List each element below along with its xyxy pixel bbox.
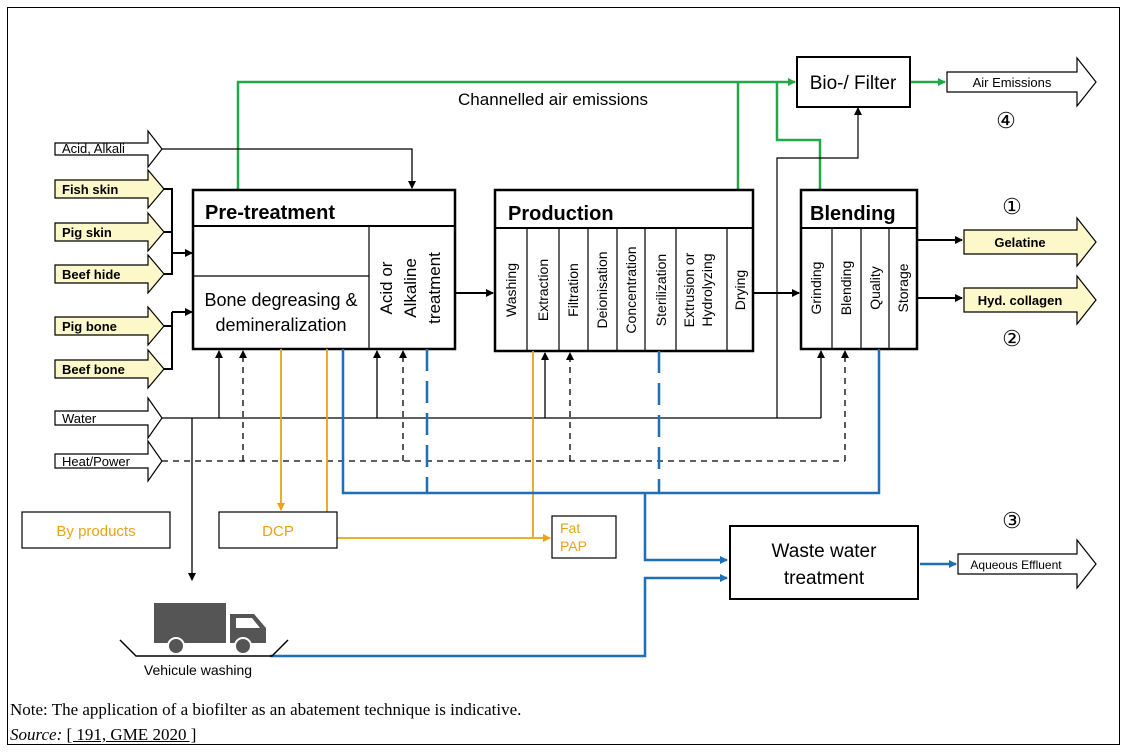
output-number-4: ④ [996,108,1016,133]
output-arrow-collagen [963,274,1097,326]
wwt-label-1: Waste water [772,541,878,562]
input-pig-bone-label: Pig bone [62,319,117,334]
pretreatment-box [191,188,457,351]
washing-ramp [119,639,289,657]
byproduct-lines [277,349,551,542]
biofilter-label: Bio-/ Filter [810,73,897,94]
wastewater-treatment-box [729,525,919,600]
production-title: Production [508,203,614,225]
output-aqueous-label: Aqueous Effluent [970,558,1062,572]
pretreatment-title: Pre-treatment [205,202,335,224]
heat-distribution-lines [162,350,849,462]
air-emission-lines [236,78,946,190]
step-drying: Drying [732,270,748,310]
figure-frame [7,7,1120,745]
input-acid-label: Acid, Alkali [62,141,125,156]
acid-treatment-label-3: treatment [425,252,444,324]
input-pig-skin-label: Pig skin [62,225,112,240]
step-sterilization: Sterilization [653,254,669,326]
input-arrow-acid [54,129,163,169]
bone-degreasing-label-1: Bone degreasing & [204,290,357,310]
acid-treatment-label-2: Alkaline [401,258,420,318]
fat-label: Fat [560,520,580,536]
step-filtration: Filtration [565,263,581,317]
output-air-label: Air Emissions [973,75,1052,90]
wwt-label-2: treatment [784,568,865,589]
truck-icon [154,603,266,655]
step-extrusion-1: Extrusion or [681,252,697,327]
input-arrows [54,129,165,483]
step-blending: Blending [838,261,854,316]
input-arrow-beef-bone [54,348,165,390]
water-distribution-lines [162,350,825,581]
biofilter-box [796,56,911,108]
output-arrow-gelatine [963,216,1097,268]
input-arrow-fish-skin [54,168,165,210]
step-extrusion-2: Hydrolyzing [699,253,715,326]
output-number-2: ② [1002,326,1022,351]
input-arrow-water [54,396,163,440]
output-arrow-air [946,56,1097,108]
step-quality: Quality [867,266,883,310]
input-arrow-beef-hide [54,253,165,295]
input-beef-hide-label: Beef hide [62,267,121,282]
input-fish-skin-label: Fish skin [62,182,118,197]
input-water-label: Water [62,411,97,426]
input-beef-bone-label: Beef bone [62,362,125,377]
step-concentration: Concentration [623,246,639,333]
input-arrow-heat [54,439,163,483]
wastewater-lines [270,349,957,658]
blending-to-biofilter-line [776,107,862,418]
step-extraction: Extraction [535,259,551,321]
acid-connector [162,148,416,189]
dcp-box [218,511,338,549]
input-arrow-pig-bone [54,305,165,347]
byproducts-legend-label: By products [56,523,135,540]
pap-label: PAP [560,538,587,554]
step-washing: Washing [503,263,519,317]
raw-material-connectors [164,188,193,370]
input-arrow-pig-skin [54,211,165,253]
source-ref[interactable]: [ 191, GME 2020 ] [66,725,197,744]
step-storage: Storage [895,263,911,312]
channelled-air-label: Channelled air emissions [458,90,648,109]
output-collagen-label: Hyd. collagen [978,293,1063,308]
step-deionisation: Deionisation [594,251,610,328]
vehicle-washing-label: Vehicule washing [144,662,252,678]
source-label: Source: [10,725,63,744]
output-gelatine-label: Gelatine [994,235,1045,250]
blending-title: Blending [810,203,896,225]
fat-pap-box [551,515,617,559]
input-heat-label: Heat/Power [62,454,131,469]
production-box [493,188,755,353]
output-arrow-aqueous [957,538,1097,590]
blending-box [799,188,919,351]
output-number-1: ① [1002,194,1022,219]
output-number-3: ③ [1002,508,1022,533]
bone-degreasing-label-2: demineralization [215,315,346,335]
byproducts-legend-box [21,511,171,549]
dcp-label: DCP [262,523,294,540]
figure-note: Note: The application of a biofilter as … [10,700,522,719]
step-grinding: Grinding [808,262,824,315]
acid-treatment-label-1: Acid or [377,261,396,314]
figure-source: Source: [ 191, GME 2020 ] [10,725,196,745]
